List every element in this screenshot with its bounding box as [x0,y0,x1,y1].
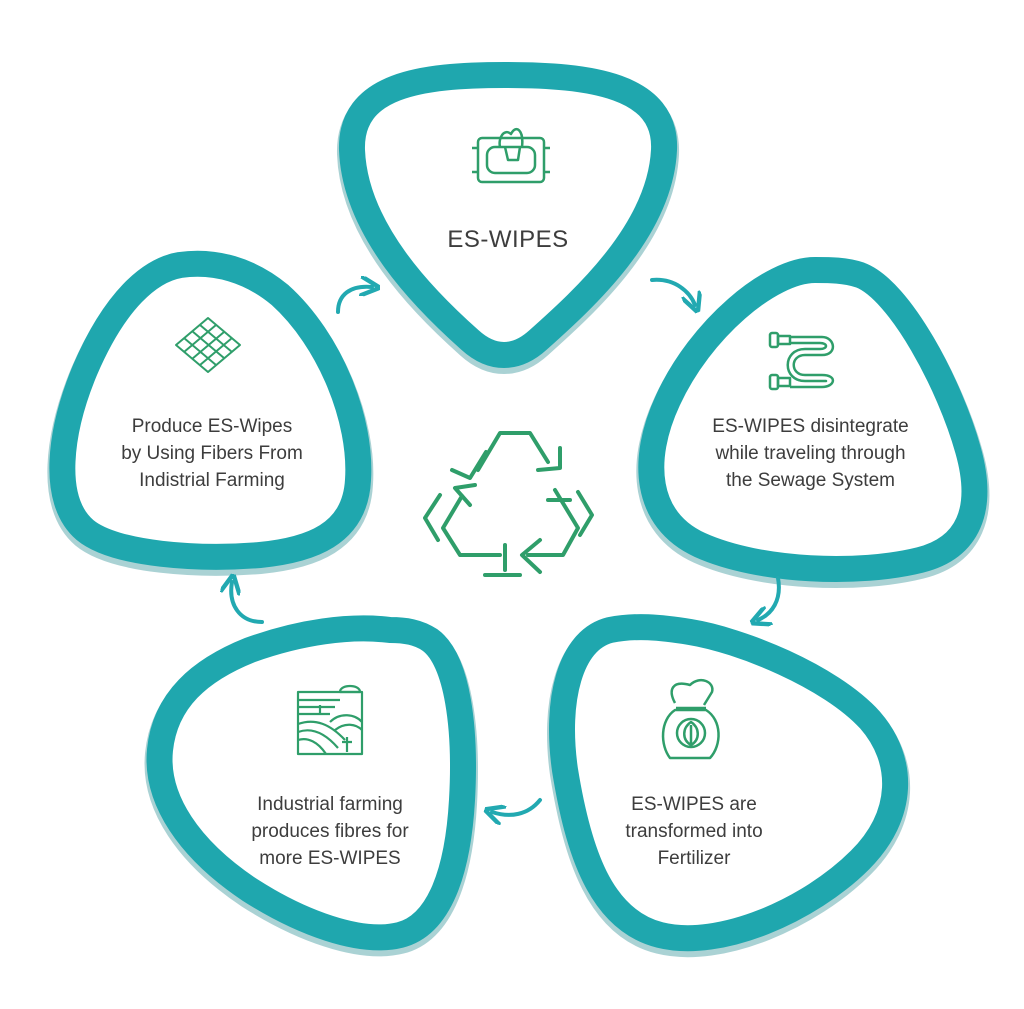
arrow-bottom-right-to-bottom-left [492,798,542,815]
node-bottom-right-line-2: transformed into [625,821,763,842]
node-left-line-1: Produce ES-Wipes [131,416,293,437]
sewage-pipe-icon [768,331,835,391]
node-left-line-2: by Using Fibers From [121,443,303,464]
node-bottom-left-label: Industrial farming produces fibres for m… [215,791,445,872]
ring-bottom-right [547,614,910,958]
ring-right [636,256,990,588]
node-bottom-right-label: ES-WIPES are transformed into Fertilizer [594,791,794,872]
arrow-right-to-bottom-right [758,576,781,620]
ring-left [47,250,374,576]
node-left-line-3: Indistrial Farming [139,470,285,491]
wipes-pack-icon [472,127,550,184]
arrow-top-to-right [650,277,695,305]
node-right-line-1: ES-WIPES disintegrate [712,416,909,437]
node-top-label: ES-WIPES [408,226,608,253]
node-top-line-1: ES-WIPES [447,226,569,253]
fertilizer-bag-icon [661,678,720,760]
node-bottom-left-line-2: produces fibres for [251,821,409,842]
node-right-line-2: while traveling through [715,443,906,464]
recycle-icon [423,431,594,577]
fiber-mesh-icon [175,317,241,373]
ring-bottom-left [144,615,478,957]
farm-field-icon [296,684,364,756]
node-bottom-left-line-1: Industrial farming [257,794,403,815]
arrow-left-to-top [336,287,372,314]
node-right-line-3: the Sewage System [726,470,895,491]
node-bottom-left-line-3: more ES-WIPES [259,848,401,869]
node-bottom-right-line-1: ES-WIPES are [631,794,757,815]
ring-top [337,61,680,374]
arrow-bottom-left-to-left [231,582,264,624]
node-bottom-right-line-3: Fertilizer [657,848,731,869]
node-left-label: Produce ES-Wipes by Using Fibers From In… [92,413,332,494]
node-right-label: ES-WIPES disintegrate while traveling th… [688,413,933,494]
